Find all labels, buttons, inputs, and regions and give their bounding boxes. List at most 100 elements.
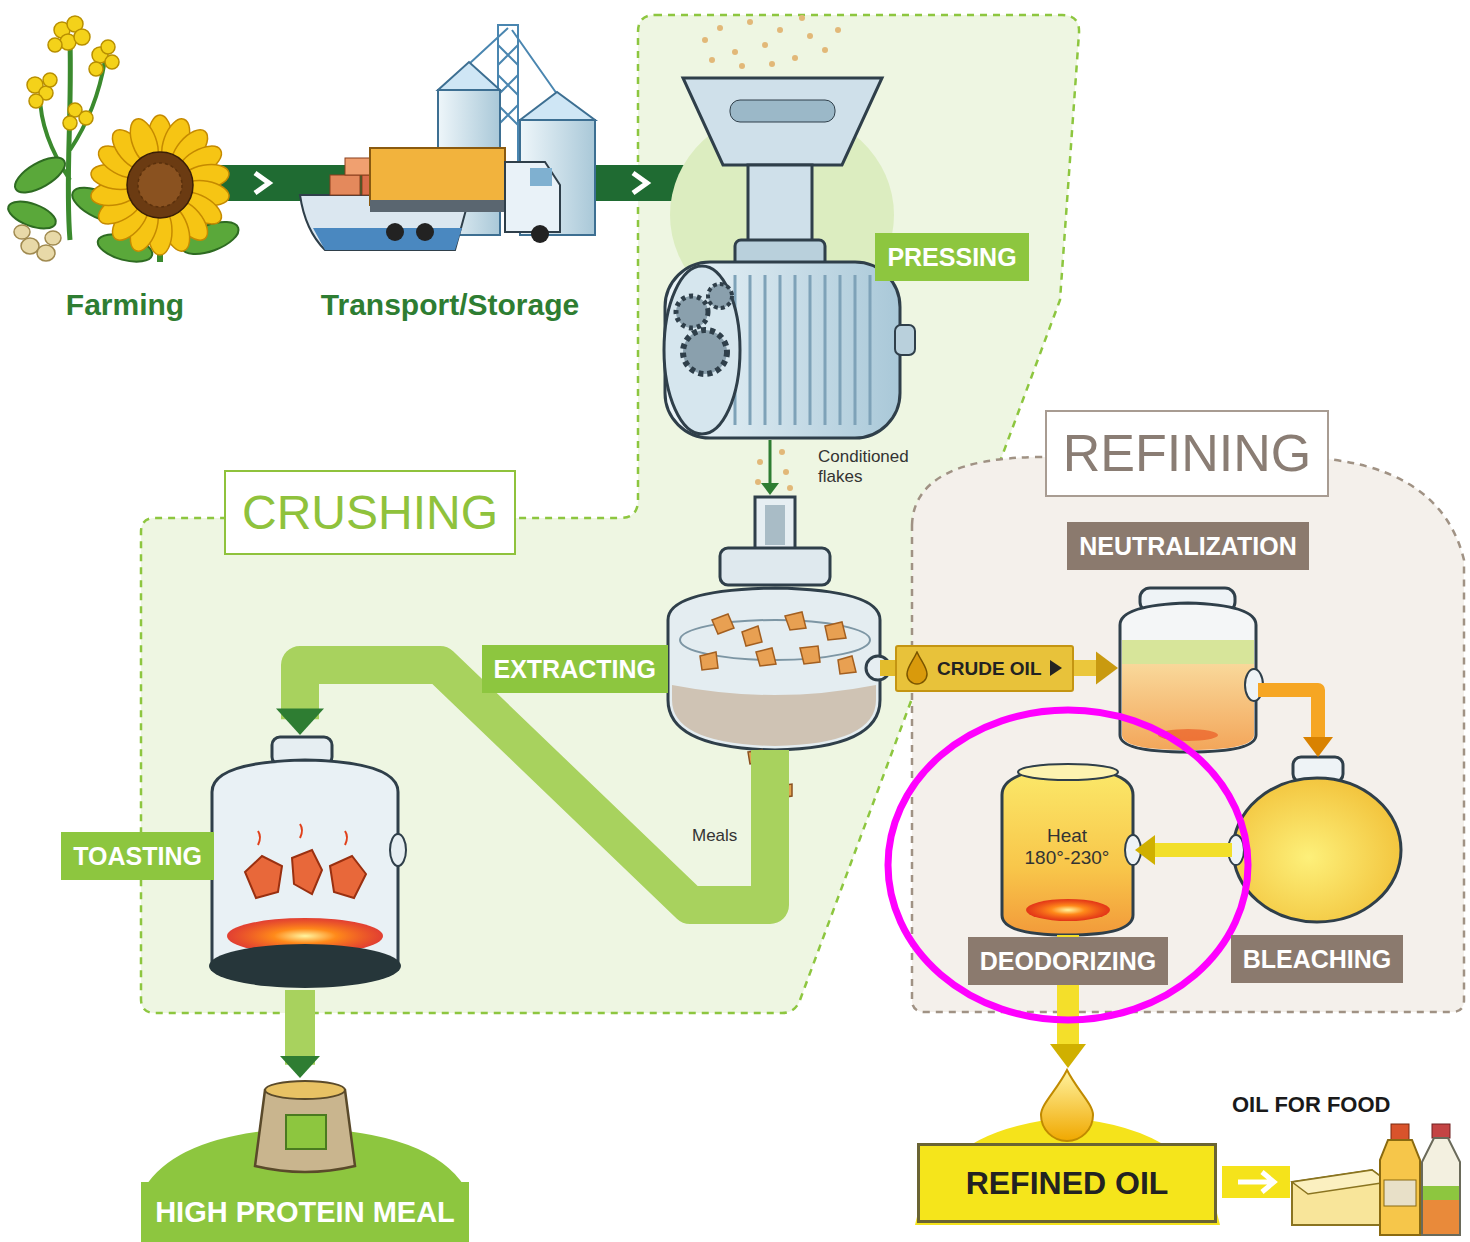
extractor-machine: [672, 685, 876, 746]
tab-wrap: EXTRACTING: [482, 645, 669, 693]
farming-plants: [21, 238, 39, 254]
toaster-machine: [209, 737, 406, 988]
supply-band: [255, 173, 269, 193]
pointer-triangle: [1050, 660, 1062, 676]
extractor-machine: [668, 588, 880, 750]
food-products: [1384, 1180, 1416, 1206]
farming-plants: [89, 115, 231, 255]
food-products: [1422, 1138, 1460, 1235]
label-wrap: Meals: [692, 826, 737, 846]
oil-drop-icon: [905, 651, 929, 685]
refined-oil-drop: [1041, 1070, 1093, 1141]
transport-storage-drawing: [300, 25, 595, 250]
highlight-ellipse: [888, 710, 1248, 1020]
edge-label: Conditioned flakes: [818, 447, 930, 486]
press-machine: [792, 55, 798, 61]
flow-line: [880, 660, 895, 676]
tab-wrap: NEUTRALIZATION: [1067, 522, 1309, 570]
farming-plants: [48, 38, 62, 52]
arrow-head: [280, 1056, 320, 1078]
bleaching-vessel: [1228, 757, 1401, 922]
press-machine: [779, 449, 785, 455]
label-wrap: Farming: [66, 288, 184, 322]
extractor-machine: [755, 497, 795, 552]
press-machine: [683, 330, 727, 374]
farming-plants: [10, 151, 70, 200]
food-products: [1222, 1124, 1460, 1235]
toaster-machine: [258, 824, 347, 845]
toaster-machine: [209, 944, 401, 988]
refined-oil-product: REFINED OIL: [905, 1068, 1230, 1225]
transport-storage-drawing: [416, 223, 434, 241]
toaster-machine: [212, 760, 398, 962]
tab-wrap: TOASTING: [61, 832, 214, 880]
region-outline-path: [912, 457, 1464, 1012]
arrow-head: [276, 709, 324, 735]
oil-drop-icon: [907, 652, 927, 684]
crude-oil-band: CRUDE OIL: [895, 645, 1074, 692]
region-outline-path: [141, 15, 1079, 1013]
press-machine: [787, 485, 793, 491]
press-machine: [683, 78, 882, 165]
press-machine: [769, 61, 775, 67]
press-machine: [664, 266, 740, 434]
extractor-machine: [712, 614, 734, 634]
press-machine: [730, 100, 835, 122]
extractor-machine: [825, 622, 846, 640]
press-machine: [748, 165, 812, 250]
farming-plants: [89, 62, 103, 76]
toaster-machine: [330, 856, 366, 898]
press-machine: [735, 275, 870, 425]
deodorizer-vessel: [1002, 768, 1133, 935]
extractor-machine: [765, 505, 785, 545]
press-machine: [807, 33, 813, 39]
neutralization-tank: [1120, 603, 1256, 752]
arrow-head: [1303, 737, 1333, 757]
flow-connector: [1135, 835, 1232, 865]
food-products: [1432, 1124, 1450, 1138]
farming-plants: [29, 94, 43, 108]
station-label: BLEACHING: [1231, 935, 1404, 983]
deodorizer-vessel: [1018, 764, 1118, 780]
press-machine: [799, 15, 805, 21]
deodorizer-vessel: [1026, 899, 1110, 921]
extractor-machine: [800, 646, 820, 664]
press-machine: [665, 262, 900, 438]
product-label: HIGH PROTEIN MEAL: [141, 1182, 469, 1242]
refined-oil-drop: [915, 1070, 1220, 1225]
product-box-wrap: HIGH PROTEIN MEAL: [141, 1182, 469, 1242]
farming-plants: [14, 225, 61, 261]
farming-plants: [68, 40, 70, 240]
press-machine: [777, 27, 783, 33]
press-machine: [732, 49, 738, 55]
flow-line: [285, 990, 315, 1065]
arrow-head: [1050, 1044, 1086, 1068]
toaster-machine: [245, 850, 366, 898]
extractor-machine: [785, 612, 806, 630]
arrow-head: [1096, 652, 1118, 685]
transport-storage-drawing: [386, 223, 404, 241]
press-machine: [895, 325, 915, 355]
product-label: REFINED OIL: [917, 1143, 1217, 1223]
flow-line: [769, 440, 772, 488]
label-wrap: Transport/Storage: [321, 288, 579, 322]
neutralization-tank: [1120, 588, 1263, 752]
flow-connector: [880, 668, 895, 669]
transport-storage-drawing: [520, 92, 595, 120]
region-heading: CRUSHING: [224, 470, 516, 555]
extractor-machine: [838, 656, 856, 674]
label-wrap: OIL FOR FOOD: [1232, 1092, 1390, 1118]
toaster-machine: [390, 834, 406, 866]
press-machine: [676, 296, 708, 328]
press-machine: [739, 63, 745, 69]
flow-connector: [280, 990, 320, 1078]
label-wrap: Heat 180°-230°: [1015, 825, 1119, 869]
press-machine: [822, 47, 828, 53]
arrow-head: [1135, 835, 1155, 865]
food-products: [1292, 1170, 1388, 1225]
farming-plants: [105, 55, 119, 69]
flow-connector: [276, 665, 770, 905]
transport-storage-drawing: [438, 62, 500, 90]
farming-plants: [5, 16, 243, 267]
